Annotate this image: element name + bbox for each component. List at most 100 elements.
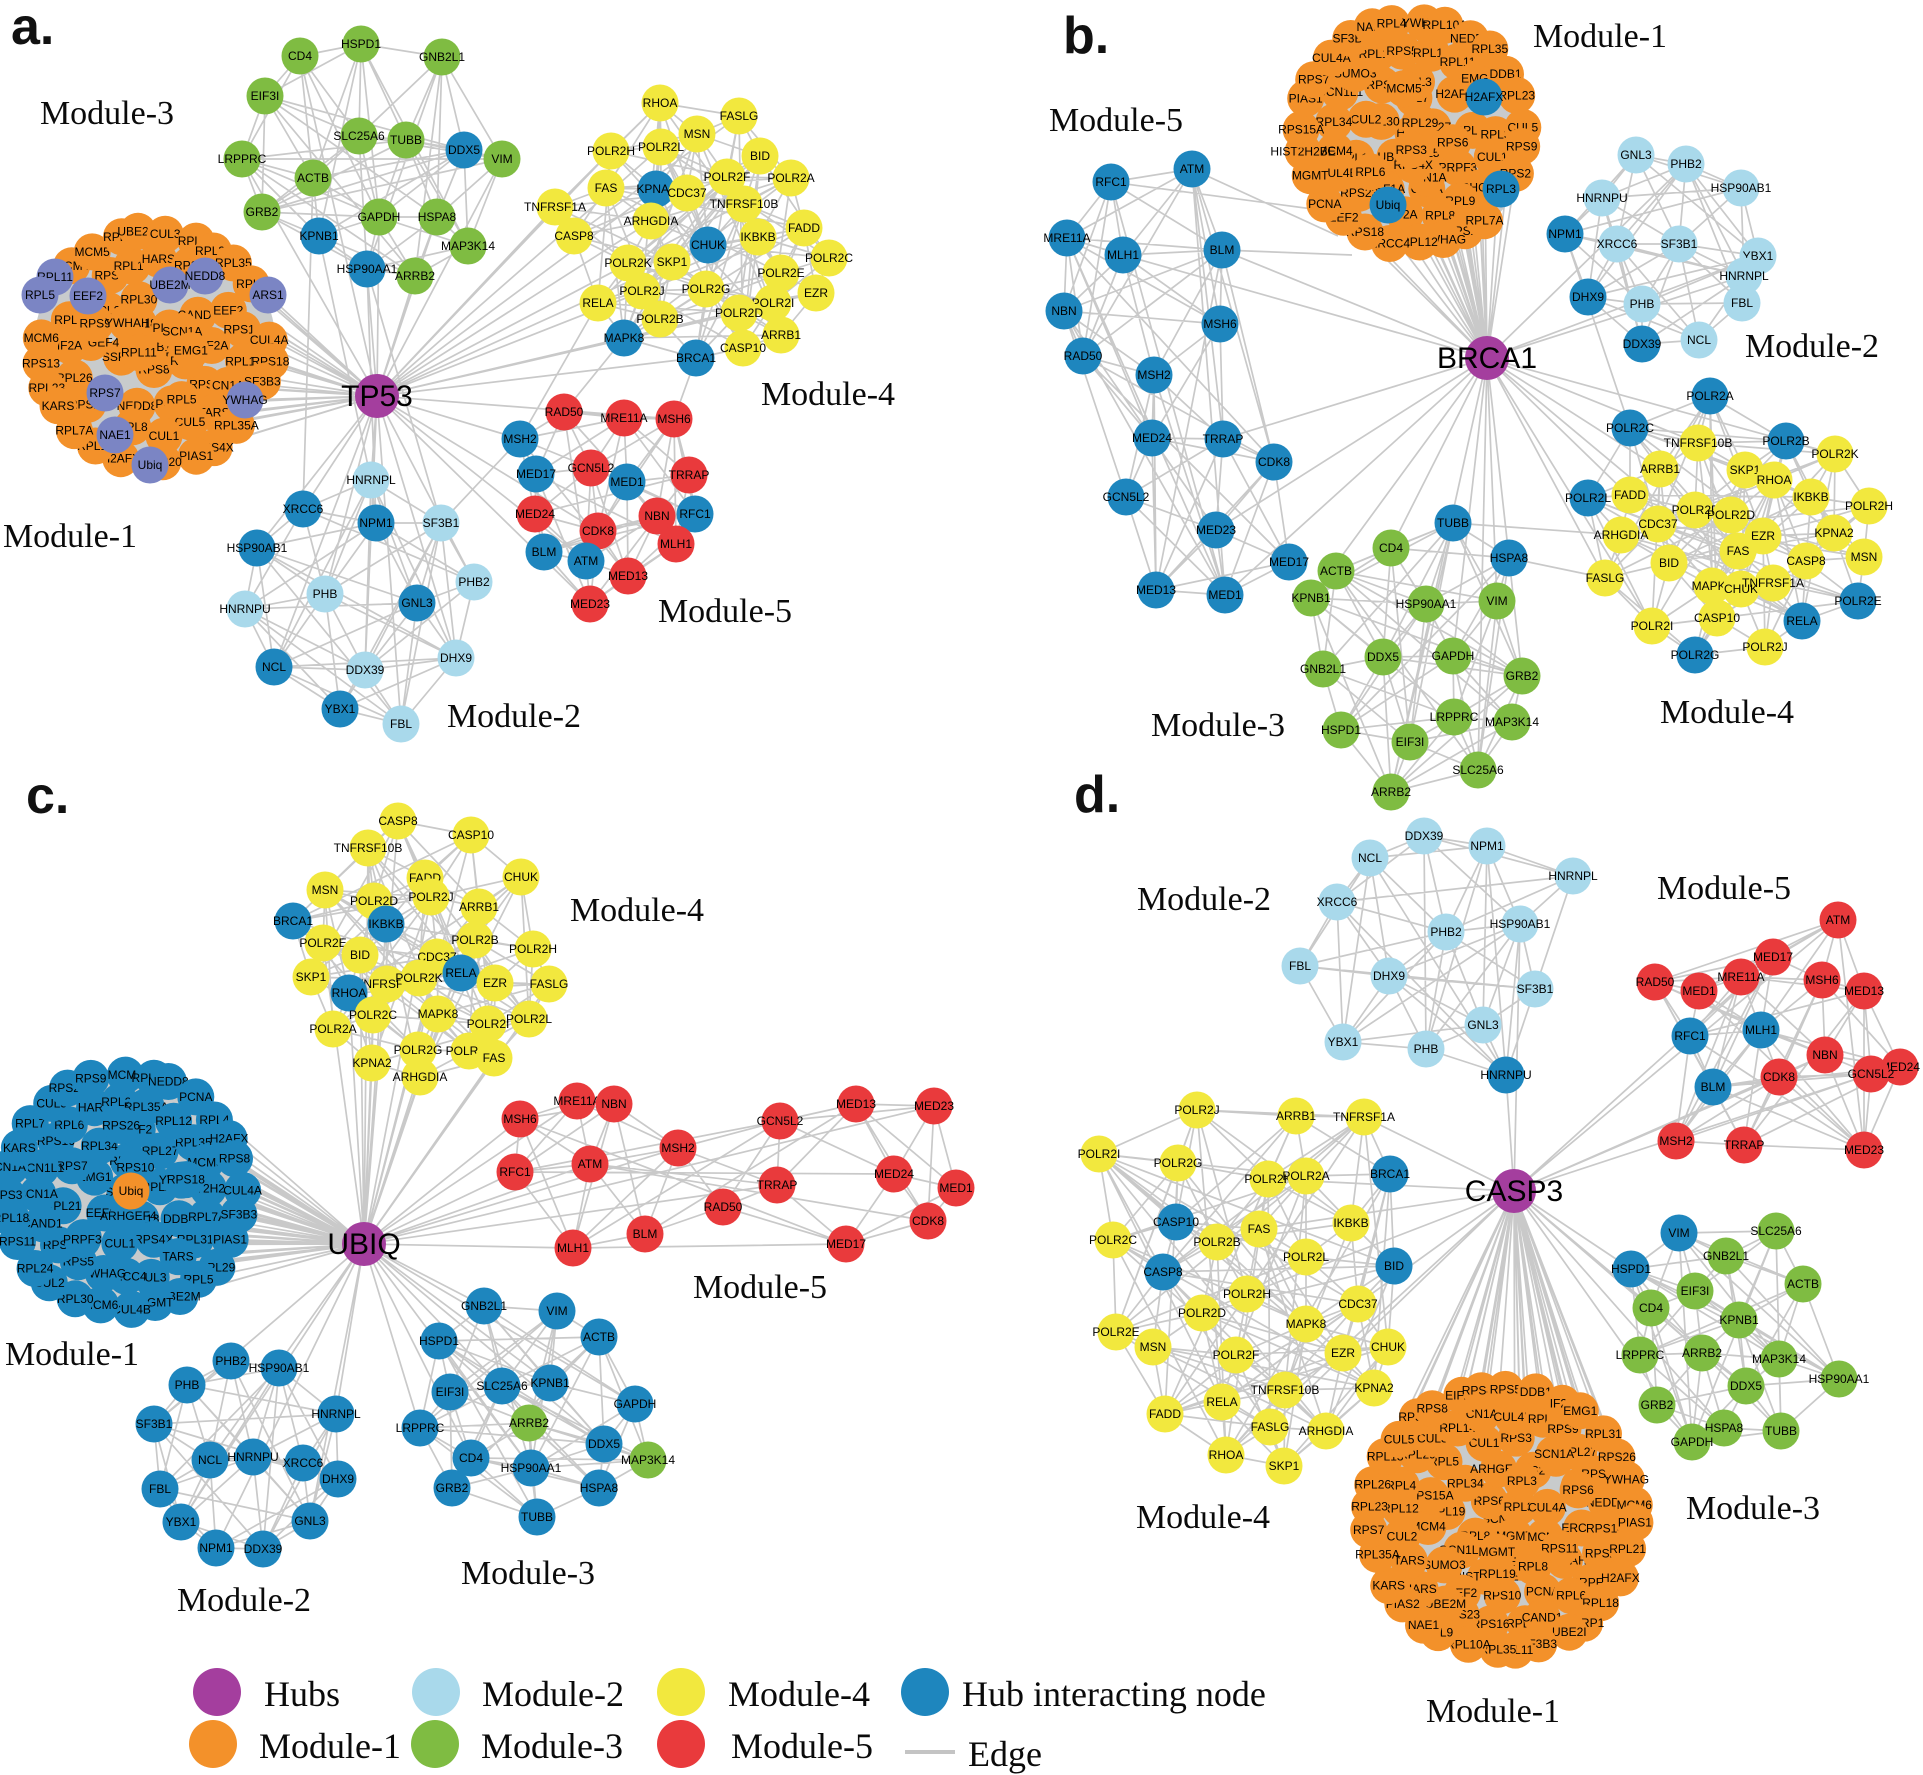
svg-text:MRE11A: MRE11A: [1043, 231, 1090, 245]
svg-text:LRPPRC: LRPPRC: [1616, 1348, 1665, 1362]
svg-text:Ubiq: Ubiq: [119, 1184, 144, 1198]
svg-text:GRB2: GRB2: [1506, 669, 1539, 683]
svg-text:POLR2B: POLR2B: [451, 933, 498, 947]
svg-text:RPS3: RPS3: [0, 1188, 23, 1202]
svg-text:RPL12: RPL12: [1401, 235, 1438, 249]
svg-text:RPS10: RPS10: [116, 1161, 154, 1175]
svg-text:POLR2K: POLR2K: [395, 971, 442, 985]
svg-text:HSP90AB1: HSP90AB1: [227, 541, 288, 555]
svg-text:RPL23: RPL23: [1351, 1500, 1388, 1514]
svg-text:SLC25A6: SLC25A6: [1750, 1224, 1802, 1238]
svg-text:CUL4A: CUL4A: [1528, 1500, 1567, 1514]
svg-text:RPS11: RPS11: [0, 1235, 36, 1249]
svg-text:FBL: FBL: [1289, 959, 1311, 973]
svg-text:EIF3I: EIF3I: [1681, 1284, 1710, 1298]
svg-text:CHUK: CHUK: [504, 870, 538, 884]
svg-text:YBX1: YBX1: [166, 1515, 197, 1529]
svg-text:KARS: KARS: [3, 1141, 36, 1155]
svg-text:NEDD8: NEDD8: [185, 269, 226, 283]
svg-text:GRB2: GRB2: [1641, 1398, 1674, 1412]
svg-text:BRCA1: BRCA1: [1370, 1167, 1410, 1181]
svg-text:MAPK8: MAPK8: [418, 1007, 459, 1021]
svg-text:FADD: FADD: [1614, 488, 1646, 502]
svg-text:HARS: HARS: [142, 252, 175, 266]
svg-text:CUL1: CUL1: [1469, 1436, 1500, 1450]
svg-text:CASP8: CASP8: [1143, 1265, 1183, 1279]
svg-text:MED24: MED24: [1132, 431, 1172, 445]
svg-text:RPS26: RPS26: [1598, 1450, 1636, 1464]
svg-text:IKBKB: IKBKB: [1333, 1216, 1368, 1230]
svg-text:PHB: PHB: [313, 587, 338, 601]
svg-text:CUL3: CUL3: [150, 227, 181, 241]
svg-text:RPS9: RPS9: [75, 1071, 107, 1085]
svg-text:ARRB1: ARRB1: [1640, 462, 1680, 476]
svg-text:ATM: ATM: [574, 554, 598, 568]
svg-text:FAS: FAS: [595, 181, 618, 195]
svg-text:CDC37: CDC37: [1638, 517, 1678, 531]
svg-text:POLR2L: POLR2L: [1283, 1250, 1329, 1264]
svg-text:GAPDH: GAPDH: [1432, 649, 1475, 663]
svg-text:TNFRSF10B: TNFRSF10B: [334, 841, 403, 855]
svg-text:RPL30: RPL30: [121, 293, 158, 307]
svg-text:MGMT: MGMT: [1292, 169, 1329, 183]
svg-text:CUL1: CUL1: [104, 1236, 135, 1250]
svg-text:Module-5: Module-5: [1657, 870, 1791, 907]
svg-text:POLR2G: POLR2G: [1671, 648, 1720, 662]
svg-text:PHB: PHB: [1630, 297, 1655, 311]
svg-text:Module-5: Module-5: [1049, 102, 1183, 139]
svg-text:SCN1A: SCN1A: [1534, 1447, 1574, 1461]
svg-text:FASLG: FASLG: [530, 977, 569, 991]
svg-text:ACTB: ACTB: [583, 1330, 615, 1344]
svg-text:NPM1: NPM1: [359, 516, 393, 530]
svg-text:KPNA2: KPNA2: [1814, 526, 1854, 540]
svg-text:SKP1: SKP1: [1730, 463, 1761, 477]
svg-text:HSP90AB1: HSP90AB1: [1711, 181, 1772, 195]
svg-text:ACTB: ACTB: [297, 171, 329, 185]
svg-text:RPL7: RPL7: [15, 1117, 45, 1131]
svg-text:MAP3K14: MAP3K14: [1485, 715, 1539, 729]
svg-text:POLR2I: POLR2I: [467, 1017, 510, 1031]
svg-text:YBX1: YBX1: [325, 702, 356, 716]
svg-text:PIAS1: PIAS1: [1618, 1516, 1652, 1530]
svg-text:TUBB: TUBB: [521, 1510, 553, 1524]
svg-text:DDX39: DDX39: [1405, 829, 1444, 843]
svg-text:SF3B1: SF3B1: [136, 1417, 173, 1431]
svg-text:GAPDH: GAPDH: [614, 1397, 657, 1411]
svg-text:VIM: VIM: [491, 152, 512, 166]
svg-text:POLR2I: POLR2I: [1078, 1147, 1121, 1161]
svg-text:SF3B1: SF3B1: [1661, 237, 1698, 251]
svg-text:YBX1: YBX1: [1328, 1035, 1359, 1049]
svg-text:HNRNPL: HNRNPL: [311, 1407, 361, 1421]
svg-text:KPNA2: KPNA2: [352, 1056, 392, 1070]
svg-text:HNRNPL: HNRNPL: [1719, 269, 1769, 283]
svg-text:CD4: CD4: [1639, 1301, 1663, 1315]
svg-text:IKBKB: IKBKB: [1793, 490, 1828, 504]
svg-text:RPL34: RPL34: [1316, 115, 1353, 129]
svg-text:MED23: MED23: [570, 597, 610, 611]
svg-text:RPL29: RPL29: [1402, 116, 1439, 130]
svg-text:DDB1: DDB1: [163, 1212, 195, 1226]
svg-text:YWHAG: YWHAG: [222, 393, 267, 407]
svg-text:MAP3K14: MAP3K14: [441, 239, 495, 253]
svg-text:KPNB1: KPNB1: [1719, 1313, 1759, 1327]
svg-text:FAS: FAS: [483, 1051, 506, 1065]
svg-text:HSPA8: HSPA8: [1490, 551, 1529, 565]
svg-text:GNL3: GNL3: [294, 1514, 326, 1528]
svg-text:MED24: MED24: [515, 507, 555, 521]
svg-text:ARHGDIA: ARHGDIA: [393, 1070, 448, 1084]
svg-text:HSPA8: HSPA8: [580, 1481, 619, 1495]
svg-text:POLR2I: POLR2I: [1631, 619, 1674, 633]
svg-text:SF3B1: SF3B1: [423, 516, 460, 530]
svg-text:MSN: MSN: [1851, 550, 1878, 564]
svg-text:POLR2G: POLR2G: [682, 282, 731, 296]
svg-text:CUL3: CUL3: [1417, 1432, 1448, 1446]
svg-text:RPL21: RPL21: [1609, 1542, 1646, 1556]
svg-text:PIAS1: PIAS1: [213, 1233, 247, 1247]
svg-text:EIF3I: EIF3I: [251, 89, 280, 103]
svg-text:POLR2D: POLR2D: [1707, 508, 1755, 522]
svg-text:RPL4: RPL4: [1377, 17, 1407, 31]
svg-text:NBN: NBN: [644, 509, 669, 523]
svg-text:MLH1: MLH1: [1107, 248, 1139, 262]
svg-text:RPL35: RPL35: [1471, 42, 1508, 56]
svg-text:POLR2L: POLR2L: [638, 140, 684, 154]
